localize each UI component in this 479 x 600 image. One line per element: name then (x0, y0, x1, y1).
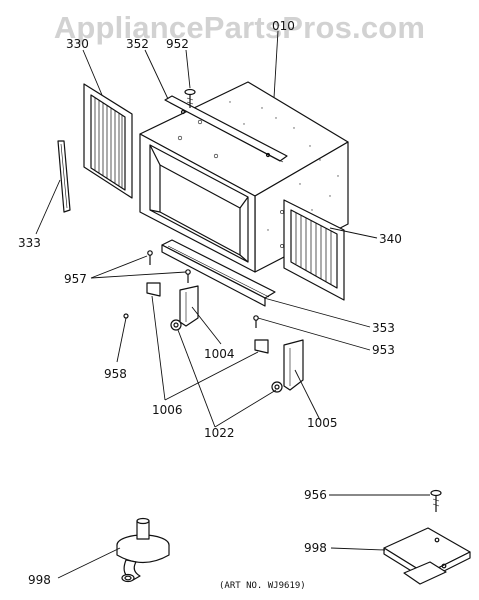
bracket-1004 (170, 285, 199, 331)
drain-fitting (116, 517, 170, 583)
screw-952 (184, 88, 196, 108)
label-952: 952 (166, 37, 189, 51)
label-1022: 1022 (204, 426, 235, 440)
screw-958 (123, 313, 129, 319)
bracket-1005 (271, 339, 304, 393)
label-352: 352 (126, 37, 149, 51)
art-number: (ART NO. WJ9619) (219, 581, 306, 591)
screw-957b (185, 269, 191, 283)
label-953: 953 (372, 343, 395, 357)
label-1005: 1005 (307, 416, 338, 430)
label-1006: 1006 (152, 403, 183, 417)
screw-956 (430, 489, 442, 512)
label-958: 958 (104, 367, 127, 381)
clip-left (146, 282, 161, 297)
label-330: 330 (66, 37, 89, 51)
label-956: 956 (304, 488, 327, 502)
label-957: 957 (64, 272, 87, 286)
left-grille-panel (83, 83, 133, 199)
left-side-strip (57, 140, 71, 213)
top-rail (164, 95, 288, 163)
label-1004: 1004 (204, 347, 235, 361)
label-998-tray: 998 (304, 541, 327, 555)
screw-953 (253, 315, 259, 328)
label-010: 010 (272, 19, 295, 33)
screw-957a (147, 250, 153, 265)
label-333: 333 (18, 236, 41, 250)
label-340: 340 (379, 232, 402, 246)
right-grille-panel (283, 199, 345, 301)
watermark-text: AppliancePartsPros.com (53, 10, 426, 45)
label-998-fitting: 998 (28, 573, 51, 587)
clip-right (254, 339, 269, 354)
bottom-rail (161, 239, 276, 307)
leader-lines (35, 30, 430, 579)
label-353: 353 (372, 321, 395, 335)
drain-tray (383, 527, 471, 585)
